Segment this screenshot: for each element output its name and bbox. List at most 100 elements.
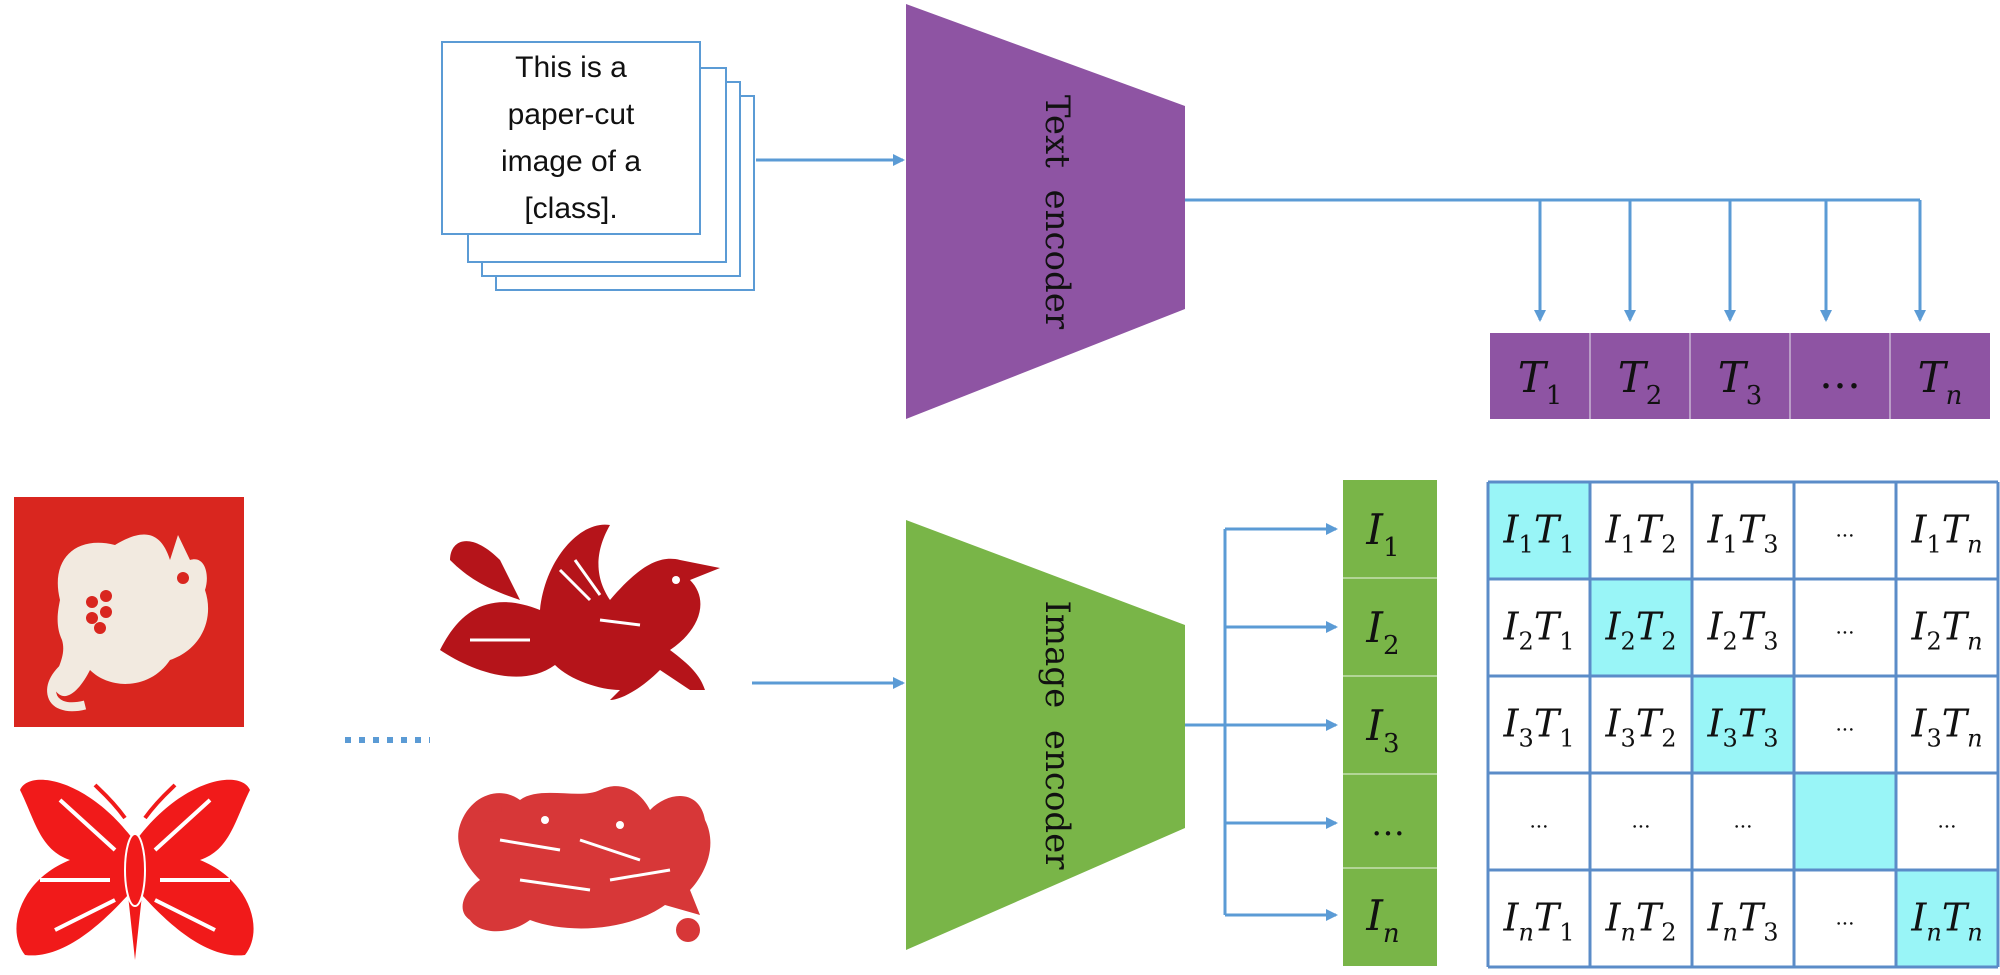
text-feature-arrows <box>1185 198 1926 322</box>
t3-sub: 3 <box>1746 381 1763 411</box>
matrix-cell <box>1692 579 1794 676</box>
matrix-symbol: I <box>1910 508 1927 552</box>
i-cell-ellipsis <box>1343 774 1437 868</box>
matrix-symbol: T <box>1942 896 1970 940</box>
matrix-symbol: T <box>1942 702 1970 746</box>
i-label-3: I3 <box>1365 701 1399 759</box>
tn-base: T <box>1918 353 1949 402</box>
matrix-cell <box>1488 870 1590 967</box>
paper-cut-cat-image <box>14 497 244 727</box>
t-label-3: T3 <box>1718 353 1763 411</box>
matrix-cell-label: InT1 <box>1502 896 1574 947</box>
matrix-cell-label: ... <box>1529 809 1548 833</box>
matrix-subscript: 1 <box>1723 531 1738 559</box>
i-label-1: I1 <box>1365 505 1399 563</box>
matrix-subscript: 2 <box>1661 919 1676 947</box>
matrix-cell-diagonal <box>1794 773 1896 870</box>
prompt-line-3: image of a <box>501 145 641 178</box>
text-encoder-label: Text encoder <box>1037 95 1077 330</box>
matrix-symbol: I <box>1910 896 1927 940</box>
t-ellipsis-base: … <box>1819 349 1861 398</box>
matrix-symbol: I <box>1910 702 1927 746</box>
prompt-line-1: This is a <box>515 51 627 84</box>
image-feature-column: I1 I2 I3 … In <box>1343 480 1437 966</box>
matrix-cell <box>1794 579 1896 676</box>
i-label-2: I2 <box>1365 603 1399 661</box>
text-encoder-shape <box>906 4 1185 419</box>
prompt-card-stack: This is a paper-cut image of a [class]. <box>441 41 755 291</box>
matrix-cell-label: I3T3 <box>1707 702 1779 753</box>
matrix-subscript: 1 <box>1559 919 1574 947</box>
matrix-cell-label: ... <box>1937 809 1956 833</box>
matrix-cell <box>1896 676 1998 773</box>
t-label-1: T1 <box>1518 353 1563 411</box>
i-cell-3 <box>1343 676 1437 774</box>
matrix-subscript: n <box>1926 919 1941 947</box>
matrix-symbol: T <box>1738 702 1766 746</box>
matrix-symbol: T <box>1534 508 1562 552</box>
matrix-symbol: I <box>1605 702 1622 746</box>
matrix-subscript: 2 <box>1621 628 1636 656</box>
image-feature-arrows <box>1185 523 1338 921</box>
matrix-cell-label: ... <box>1631 809 1650 833</box>
t1-sub: 1 <box>1546 381 1563 411</box>
matrix-subscript: 3 <box>1723 725 1738 753</box>
matrix-cell-label: ... <box>1835 518 1854 542</box>
t2-base: T <box>1618 353 1649 402</box>
t-label-2: T2 <box>1618 353 1663 411</box>
matrix-symbol: T <box>1738 508 1766 552</box>
text-encoder: Text encoder <box>906 4 1185 419</box>
matrix-symbol: I <box>1910 605 1927 649</box>
matrix-symbol: T <box>1636 605 1664 649</box>
matrix-cell <box>1692 482 1794 579</box>
matrix-subscript: n <box>1967 725 1982 753</box>
t-label-ellipsis: … <box>1819 349 1861 398</box>
t2-sub: 2 <box>1646 381 1663 411</box>
matrix-cell <box>1692 870 1794 967</box>
matrix-cell-label: I3Tn <box>1910 702 1982 753</box>
matrix-symbol: I <box>1604 896 1621 940</box>
matrix-cell <box>1794 870 1896 967</box>
matrix-cell <box>1590 676 1692 773</box>
matrix-subscript: n <box>1967 628 1982 656</box>
matrix-subscript: n <box>1722 919 1737 947</box>
image-encoder-shape <box>906 520 1185 950</box>
matrix-cell <box>1488 773 1590 870</box>
matrix-subscript: 3 <box>1763 531 1778 559</box>
matrix-cell-diagonal <box>1692 676 1794 773</box>
matrix-symbol: T <box>1534 896 1562 940</box>
matrix-subscript: 2 <box>1926 628 1941 656</box>
matrix-symbol: I <box>1706 896 1723 940</box>
matrix-subscript: n <box>1620 919 1635 947</box>
matrix-cell <box>1896 579 1998 676</box>
matrix-subscript: n <box>1518 919 1533 947</box>
matrix-subscript: 1 <box>1559 725 1574 753</box>
in-base: I <box>1365 891 1384 940</box>
i2-sub: 2 <box>1383 631 1400 661</box>
matrix-cell <box>1794 676 1896 773</box>
matrix-symbol: T <box>1636 896 1664 940</box>
i3-sub: 3 <box>1383 729 1400 759</box>
matrix-cell-label: InT2 <box>1604 896 1676 947</box>
matrix-cell-label: I2T2 <box>1605 605 1677 656</box>
matrix-subscript: 1 <box>1519 531 1534 559</box>
input-images <box>14 497 720 960</box>
paper-cut-bird-image <box>440 524 720 700</box>
matrix-symbol: T <box>1738 896 1766 940</box>
matrix-symbol: I <box>1503 605 1520 649</box>
matrix-subscript: n <box>1967 919 1982 947</box>
matrix-symbol: T <box>1534 702 1562 746</box>
i3-base: I <box>1365 701 1384 750</box>
matrix-cell <box>1488 676 1590 773</box>
matrix-cell <box>1590 870 1692 967</box>
matrix-cell-label: I2T3 <box>1707 605 1779 656</box>
i-label-n: In <box>1365 891 1399 949</box>
i-cell-2 <box>1343 578 1437 676</box>
matrix-cell-label: InTn <box>1910 896 1982 947</box>
matrix-cell-diagonal <box>1488 482 1590 579</box>
matrix-cell <box>1896 773 1998 870</box>
matrix-cell-label: ... <box>1835 615 1854 639</box>
i-ellipsis-base: … <box>1371 804 1405 844</box>
i-cell-1 <box>1343 480 1437 578</box>
